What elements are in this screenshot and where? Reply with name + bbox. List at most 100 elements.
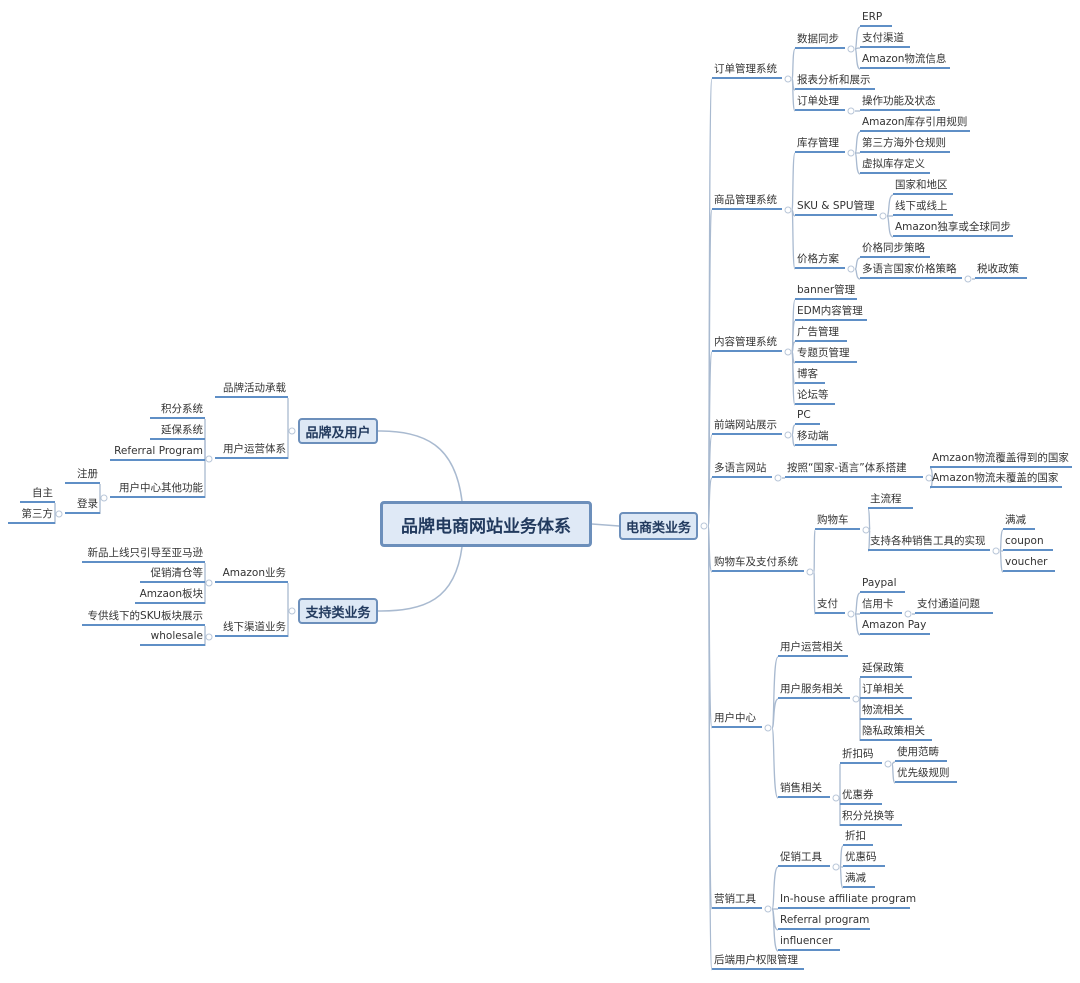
mindmap-node[interactable]: coupon: [1003, 534, 1053, 551]
mindmap-node[interactable]: 第三方: [8, 507, 55, 524]
collapse-toggle-icon[interactable]: [774, 474, 782, 482]
mindmap-node[interactable]: 主流程: [868, 492, 913, 509]
mindmap-node[interactable]: 促销清仓等: [140, 566, 205, 583]
collapse-toggle-icon[interactable]: [832, 794, 840, 802]
mindmap-node[interactable]: 用户服务相关: [778, 682, 850, 699]
mindmap-node[interactable]: 登录: [65, 497, 100, 514]
main-topic-support[interactable]: 支持类业务: [298, 598, 378, 624]
collapse-toggle-icon[interactable]: [832, 863, 840, 871]
mindmap-node[interactable]: 支付通道问题: [915, 597, 993, 614]
mindmap-node[interactable]: 积分系统: [150, 402, 205, 419]
mindmap-node[interactable]: PC: [795, 408, 820, 425]
mindmap-node[interactable]: 虚拟库存定义: [860, 157, 930, 174]
collapse-toggle-icon[interactable]: [925, 474, 933, 482]
collapse-toggle-icon[interactable]: [205, 579, 213, 587]
mindmap-node[interactable]: Amzaon板块: [135, 587, 205, 604]
mindmap-node[interactable]: 按照“国家-语言”体系搭建: [785, 461, 923, 478]
collapse-toggle-icon[interactable]: [288, 427, 296, 435]
mindmap-node[interactable]: 用户中心其他功能: [110, 481, 205, 498]
mindmap-node[interactable]: 前端网站展示: [712, 418, 782, 435]
mindmap-node[interactable]: voucher: [1003, 555, 1055, 572]
mindmap-node[interactable]: 数据同步: [795, 32, 845, 49]
collapse-toggle-icon[interactable]: [764, 905, 772, 913]
main-topic-brand-users[interactable]: 品牌及用户: [298, 418, 378, 444]
mindmap-node[interactable]: 折扣: [843, 829, 873, 846]
collapse-toggle-icon[interactable]: [847, 45, 855, 53]
collapse-toggle-icon[interactable]: [784, 75, 792, 83]
mindmap-node[interactable]: 支付渠道: [860, 31, 910, 48]
mindmap-node[interactable]: 多语言网站: [712, 461, 772, 478]
mindmap-node[interactable]: Referral program: [778, 913, 870, 930]
mindmap-node[interactable]: wholesale: [140, 629, 205, 646]
mindmap-node[interactable]: 延保系统: [150, 423, 205, 440]
collapse-toggle-icon[interactable]: [964, 275, 972, 283]
collapse-toggle-icon[interactable]: [847, 610, 855, 618]
mindmap-node[interactable]: 用户运营相关: [778, 640, 848, 657]
collapse-toggle-icon[interactable]: [806, 568, 814, 576]
collapse-toggle-icon[interactable]: [205, 455, 213, 463]
mindmap-node[interactable]: 价格同步策略: [860, 241, 930, 258]
mindmap-node[interactable]: 后端用户权限管理: [712, 953, 804, 970]
mindmap-node[interactable]: 新品上线只引导至亚马逊: [82, 546, 205, 563]
mindmap-node[interactable]: 延保政策: [860, 661, 912, 678]
mindmap-node[interactable]: 商品管理系统: [712, 193, 782, 210]
mindmap-node[interactable]: 销售相关: [778, 781, 830, 798]
mindmap-node[interactable]: 满减: [1003, 513, 1035, 530]
collapse-toggle-icon[interactable]: [862, 526, 870, 534]
mindmap-node[interactable]: 报表分析和展示: [795, 73, 875, 90]
collapse-toggle-icon[interactable]: [55, 510, 63, 518]
mindmap-node[interactable]: 促销工具: [778, 850, 830, 867]
mindmap-node[interactable]: influencer: [778, 934, 840, 951]
collapse-toggle-icon[interactable]: [784, 348, 792, 356]
mindmap-node[interactable]: 第三方海外仓规则: [860, 136, 950, 153]
main-topic-ecommerce[interactable]: 电商类业务: [619, 512, 698, 540]
mindmap-node[interactable]: Amazon库存引用规则: [860, 115, 970, 132]
mindmap-node[interactable]: 优先级规则: [895, 766, 957, 783]
mindmap-node[interactable]: SKU & SPU管理: [795, 199, 877, 216]
mindmap-node[interactable]: 订单相关: [860, 682, 912, 699]
mindmap-node[interactable]: 专题页管理: [795, 346, 857, 363]
mindmap-node[interactable]: In-house affiliate program: [778, 892, 916, 909]
mindmap-node[interactable]: 支持各种销售工具的实现: [868, 534, 990, 551]
collapse-toggle-icon[interactable]: [847, 265, 855, 273]
mindmap-node[interactable]: Amazon独享或全球同步: [893, 220, 1013, 237]
mindmap-node[interactable]: Paypal: [860, 576, 905, 593]
mindmap-node[interactable]: 积分兑换等: [840, 809, 902, 826]
collapse-toggle-icon[interactable]: [879, 212, 887, 220]
mindmap-node[interactable]: Amazon业务: [215, 566, 288, 583]
mindmap-node[interactable]: 专供线下的SKU板块展示: [82, 609, 205, 626]
mindmap-node[interactable]: banner管理: [795, 283, 857, 300]
mindmap-node[interactable]: 内容管理系统: [712, 335, 782, 352]
mindmap-node[interactable]: 广告管理: [795, 325, 847, 342]
mindmap-node[interactable]: 线下或线上: [893, 199, 953, 216]
collapse-toggle-icon[interactable]: [847, 149, 855, 157]
mindmap-node[interactable]: ERP: [860, 10, 892, 27]
mindmap-node[interactable]: 自主: [20, 486, 55, 503]
mindmap-node[interactable]: 操作功能及状态: [860, 94, 940, 111]
mindmap-node[interactable]: 多语言国家价格策略: [860, 262, 962, 279]
mindmap-node[interactable]: 购物车: [815, 513, 860, 530]
collapse-toggle-icon[interactable]: [288, 607, 296, 615]
mindmap-node[interactable]: Amazon物流信息: [860, 52, 950, 69]
collapse-toggle-icon[interactable]: [884, 760, 892, 768]
collapse-toggle-icon[interactable]: [784, 206, 792, 214]
mindmap-node[interactable]: 线下渠道业务: [215, 620, 288, 637]
mindmap-node[interactable]: Referral Program: [110, 444, 205, 461]
mindmap-node[interactable]: 优惠券: [840, 788, 882, 805]
mindmap-node[interactable]: 注册: [65, 467, 100, 484]
mindmap-node[interactable]: 移动端: [795, 429, 837, 446]
mindmap-node[interactable]: 满减: [843, 871, 875, 888]
mindmap-node[interactable]: 隐私政策相关: [860, 724, 932, 741]
mindmap-node[interactable]: 订单管理系统: [712, 62, 782, 79]
mindmap-node[interactable]: 使用范畴: [895, 745, 947, 762]
collapse-toggle-icon[interactable]: [764, 724, 772, 732]
mindmap-node[interactable]: 营销工具: [712, 892, 762, 909]
mindmap-node[interactable]: 博客: [795, 367, 825, 384]
central-topic[interactable]: 品牌电商网站业务体系: [380, 501, 592, 547]
collapse-toggle-icon[interactable]: [784, 431, 792, 439]
collapse-toggle-icon[interactable]: [700, 522, 708, 530]
collapse-toggle-icon[interactable]: [847, 107, 855, 115]
mindmap-node[interactable]: Amzaon物流覆盖得到的国家: [930, 451, 1072, 468]
mindmap-node[interactable]: 论坛等: [795, 388, 835, 405]
collapse-toggle-icon[interactable]: [904, 610, 912, 618]
